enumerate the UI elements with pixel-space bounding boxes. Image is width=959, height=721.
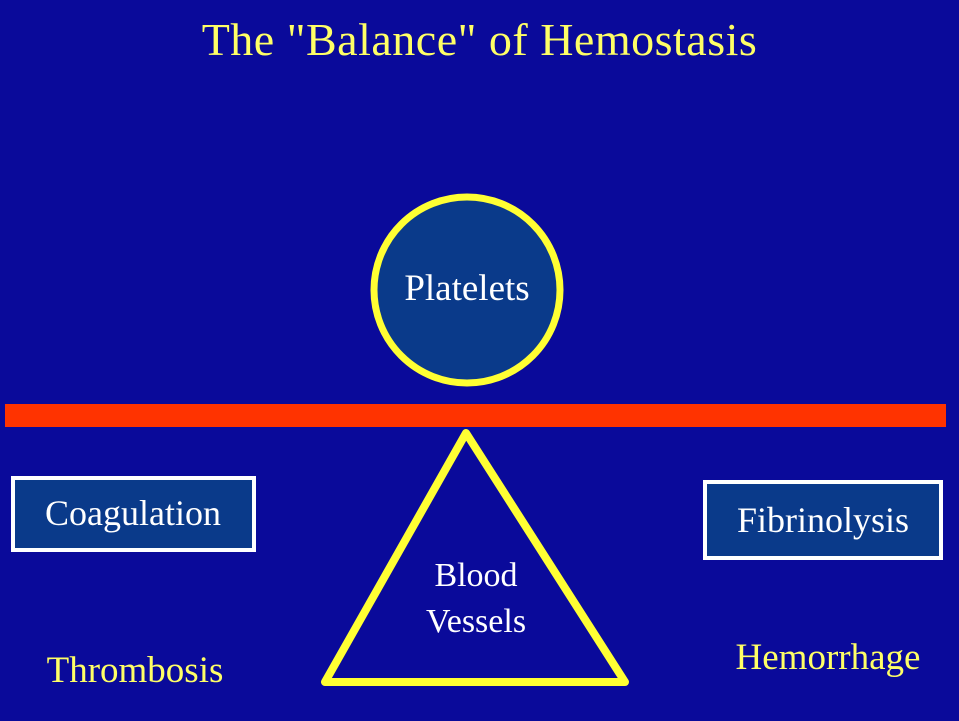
coagulation-box <box>11 476 256 552</box>
blood-vessels-label-line1: Blood <box>434 557 517 594</box>
platelets-circle <box>370 193 564 387</box>
coagulation-label: Coagulation <box>45 493 221 533</box>
hemorrhage-label: Hemorrhage <box>736 637 921 678</box>
blood-vessels-label-line2: Vessels <box>426 603 526 640</box>
platelets-label: Platelets <box>404 268 529 309</box>
fibrinolysis-label: Fibrinolysis <box>737 500 909 540</box>
balance-beam <box>5 404 946 427</box>
slide-title: The "Balance" of Hemostasis <box>201 14 758 65</box>
blood-vessels-fulcrum <box>321 429 629 686</box>
fibrinolysis-box <box>703 480 943 560</box>
thrombosis-label: Thrombosis <box>47 650 224 691</box>
